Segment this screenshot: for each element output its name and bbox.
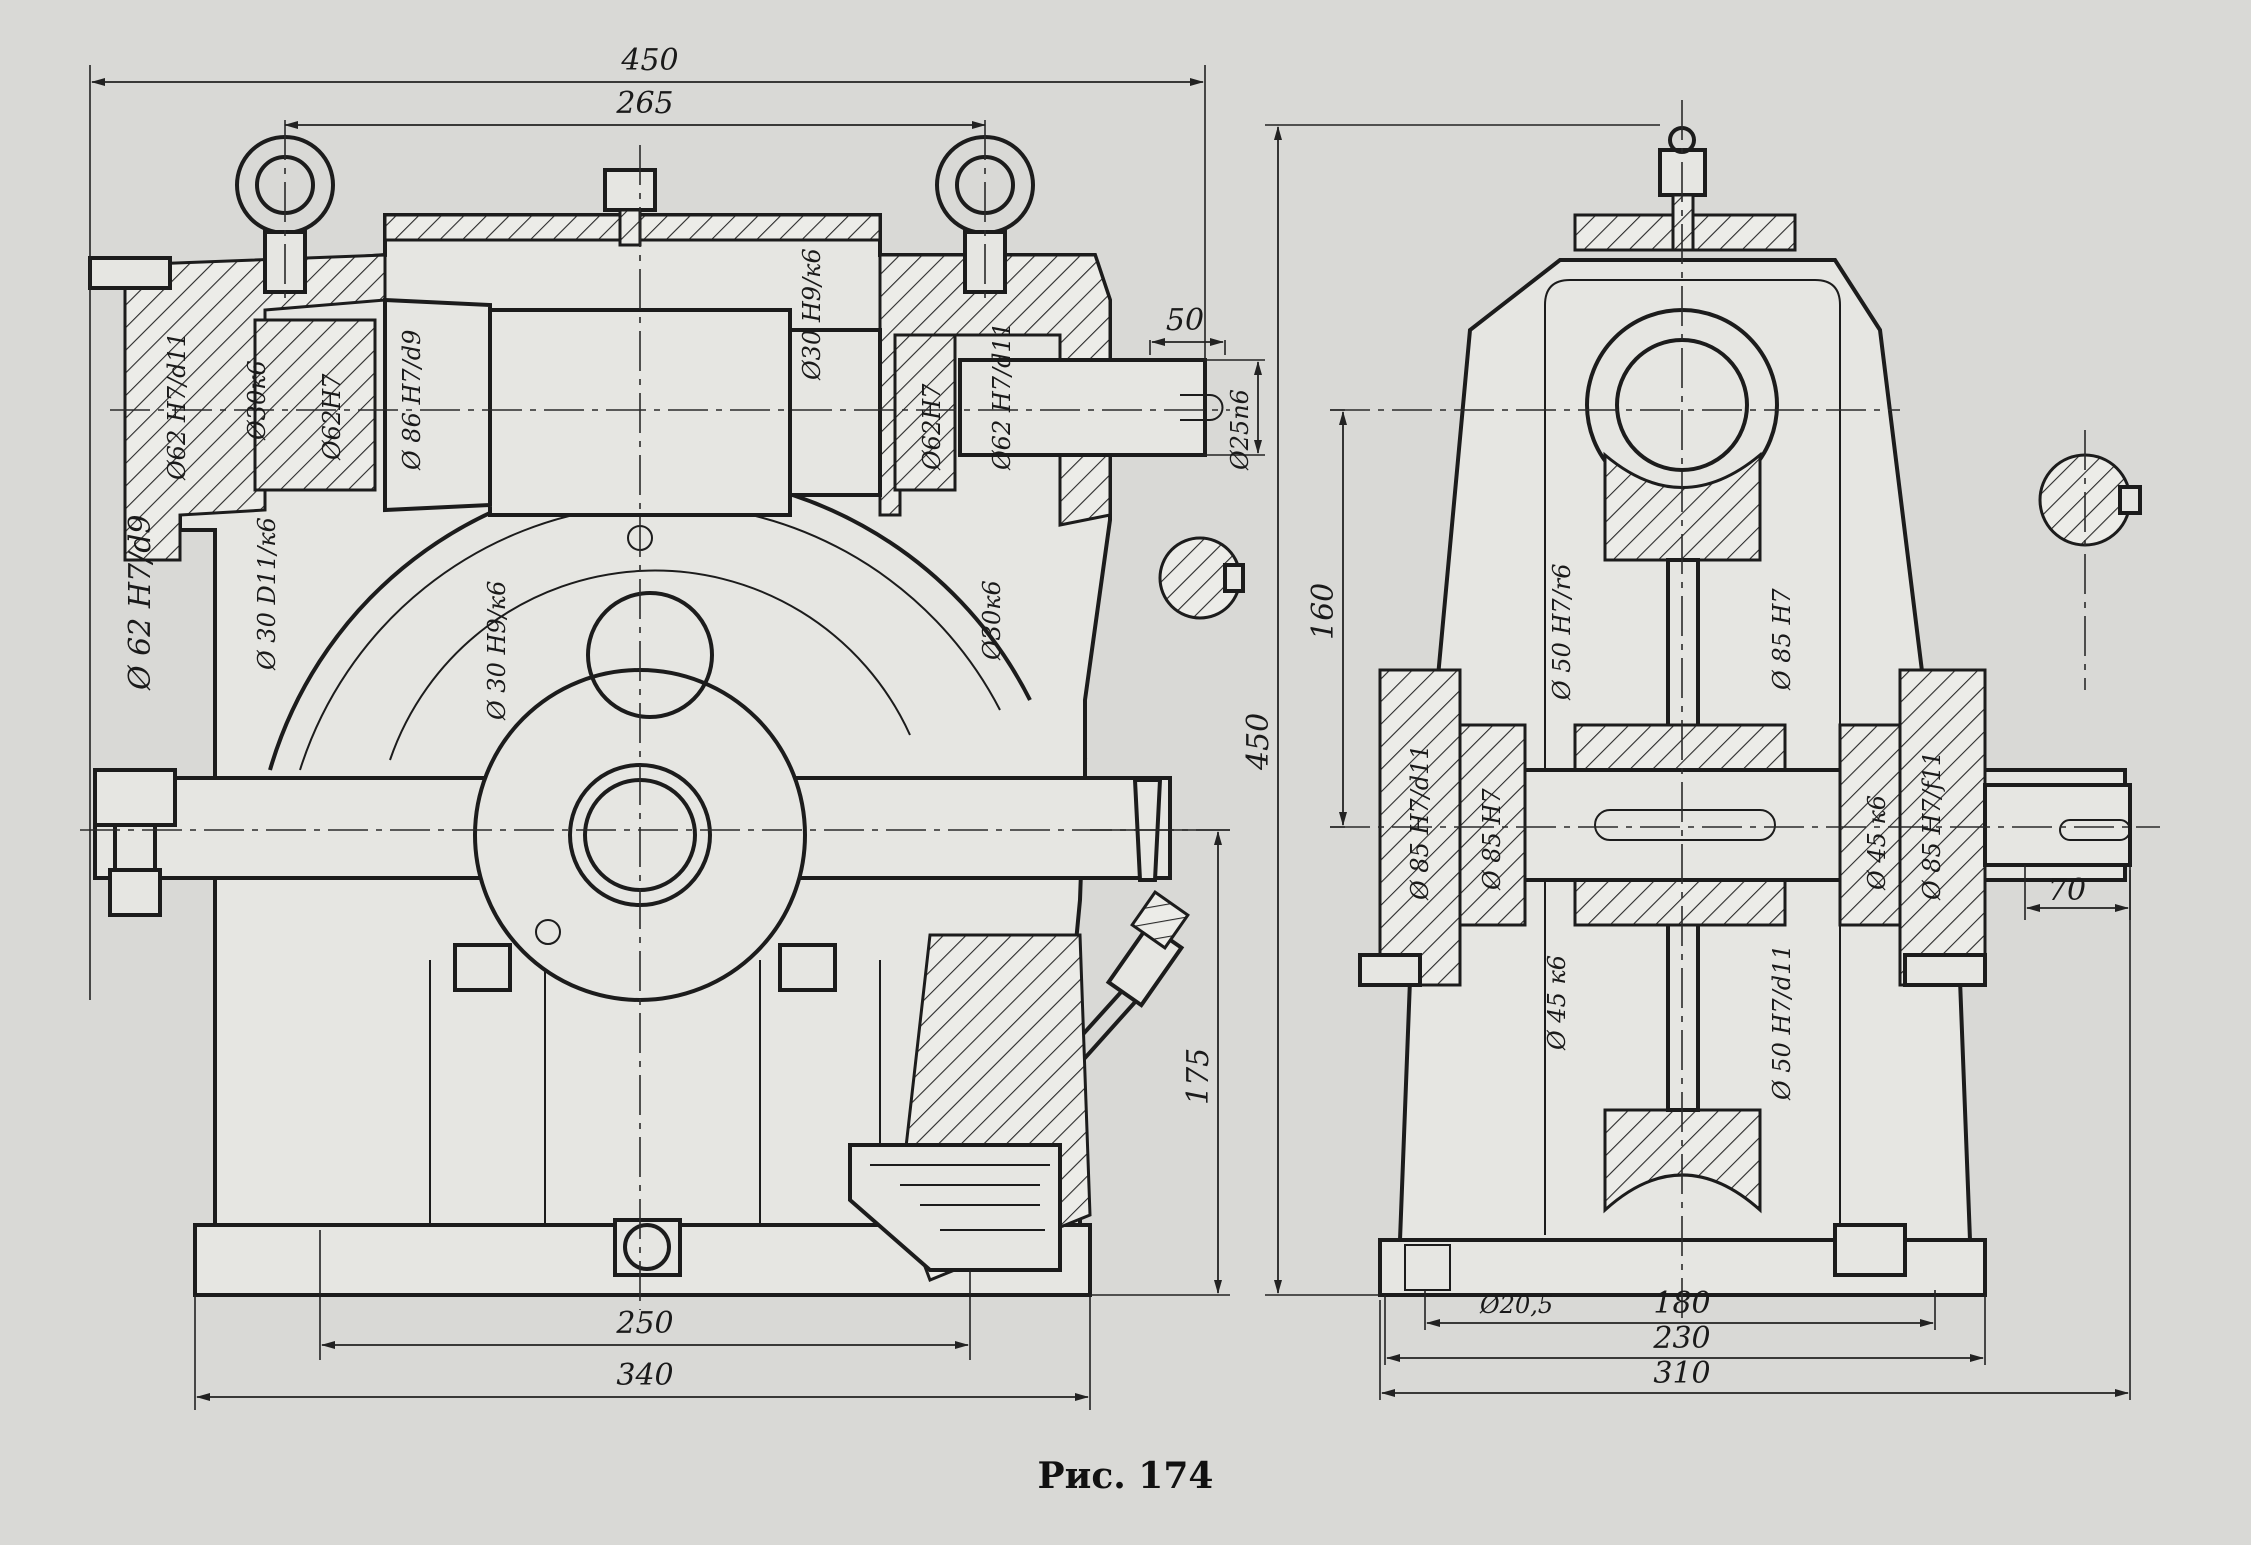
shaft-end-right [1983,783,2132,867]
keyway-side [2059,819,2131,841]
worm [383,297,882,517]
fit-front-bearing-right-1: Ø62H7 [918,383,946,471]
fit-side-cover-left: Ø 85 H7/d11 [1406,744,1434,901]
front-rib-left [429,960,881,1225]
end-cap-bolt [88,256,172,290]
fit-front-worm-collar: Ø 86 H7/d9 [398,330,426,471]
side-fit-labels: Ø 50 H7/r6 Ø 85 H7 Ø 85 H7/d11 Ø 85 H7 Ø… [1406,564,1946,1102]
fit-front-bearing-left-3: Ø62H7 [318,373,346,461]
dim-front-340: 340 [616,1358,673,1393]
dim-side-70: 70 [2048,873,2086,908]
flange-bolt-left [93,768,177,917]
side-cavity [1544,279,1841,1235]
fit-side-hub-fit: Ø 50 H7/d11 [1768,944,1796,1101]
side-foot-bolt [1833,1223,1907,1277]
dim-side-230: 230 [1652,1321,1710,1356]
side-foundation-hole [1404,1244,1451,1291]
dim-side-160: 160 [1306,583,1341,640]
bearing-left [1458,723,1527,927]
side-bolt-left [1358,953,1422,987]
small-hole-2 [535,919,561,945]
fit-front-worm-shaft: Ø30 H9/к6 [798,248,826,381]
keyway-front [1180,394,1224,421]
flange-bolt-nuts [453,943,837,1277]
fit-side-housing-bore: Ø 85 H7 [1768,588,1796,691]
dim-front-shaft-dia: Ø25п6 [1226,389,1254,471]
fit-front-wheel-hub: Ø 30 H9/к6 [483,581,511,721]
dim-front-250: 250 [615,1306,673,1341]
worm-bearing-left [253,318,377,492]
worm-bearing-right [893,333,957,492]
side-view [1330,100,2160,1320]
front-view [80,120,1245,1310]
fit-front-bearing-left-1: Ø62 H7/d11 [163,332,191,481]
fit-front-bearing-right-2: Ø62 H7/d11 [988,322,1016,471]
section-circle-side [2038,453,2142,547]
breather-plug [603,168,657,247]
fit-side-cover-right: Ø 85 H7/f11 [1918,751,1946,901]
dim-front-50: 50 [1166,303,1204,338]
fit-side-bearing-left: Ø 85 H7 [1478,788,1506,891]
front-dimensions: 450 265 50 Ø25п6 175 250 340 [89,43,1265,1410]
dim-side-310: 310 [1653,1356,1710,1391]
oil-dipstick [963,890,1190,1177]
dim-front-175: 175 [1181,1048,1216,1105]
figure-caption: Рис. 174 [1037,1455,1214,1497]
dim-front-450: 450 [620,43,678,78]
dim-side-180: 180 [1653,1286,1710,1321]
front-fit-labels: Ø62 H7/d11 Ø30к6 Ø62H7 Ø 62 H7/d9 Ø 30 D… [123,248,1016,721]
dim-front-265: 265 [615,86,673,121]
section-circle-front [1158,536,1245,620]
fit-front-bearing-left-2: Ø30к6 [243,360,271,441]
oil-lines [870,1164,1050,1231]
oil-level [848,1143,1062,1272]
fit-side-wheel-rim: Ø 50 H7/r6 [1548,564,1576,702]
fit-front-housing-left: Ø 62 H7/d9 [123,515,158,692]
dim-side-hole: Ø20,5 [1479,1291,1553,1319]
fit-front-shaft-right: Ø30к6 [978,580,1006,661]
side-key [1594,809,1776,841]
side-bolt-right [1903,953,1987,987]
fit-front-cover-left: Ø 30 D11/к6 [253,517,281,671]
side-dimensions: 450 160 70 180 Ø20,5 230 310 [1241,124,2131,1400]
fit-side-bearing-right: Ø 45 к6 [1863,795,1891,891]
dim-side-450: 450 [1241,713,1276,771]
upper-boss [586,591,714,719]
worm-wheel-inner [389,569,911,761]
bearing-right [1838,723,1902,927]
fit-side-shaft-seat: Ø 45 к6 [1543,955,1571,1051]
